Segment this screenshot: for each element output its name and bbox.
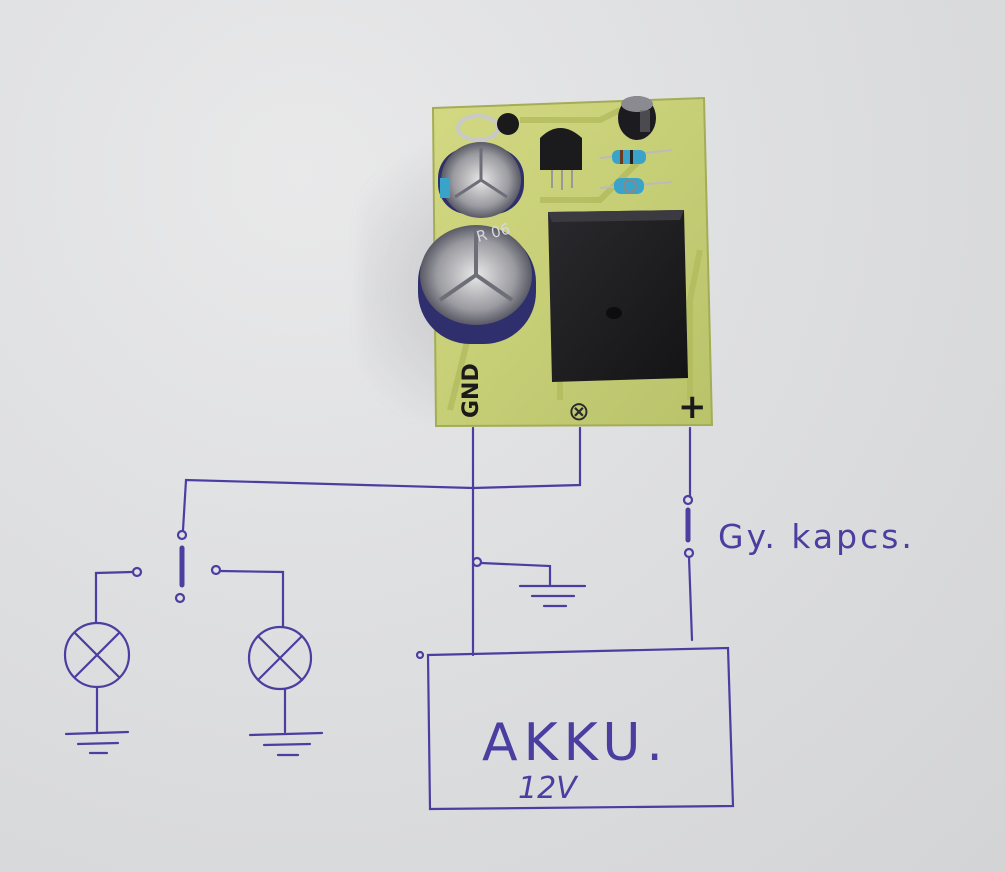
selector-switch-bottom-contact [174,592,186,604]
left-lamp-wire [94,570,135,624]
label-gnd: GND [459,363,484,418]
switch-feed-wire [181,478,475,532]
ignition-switch-bottom-contact [683,547,695,559]
battery-box [426,646,735,811]
right-lamp-icon [247,625,313,691]
transistor [540,128,582,190]
lamp-wire [471,426,582,490]
relay [548,210,688,382]
resistor-2 [599,178,673,194]
battery-minus-terminal [415,650,425,660]
battery-label: AKKU. [482,713,669,773]
jumper-wire [456,113,519,142]
right-lamp-ground-symbol [248,731,324,757]
schematic [63,426,735,811]
battery-voltage: 12V [518,771,579,806]
right-lamp-wire [218,569,285,628]
ignition-switch-top-contact [682,494,694,506]
small-capacitor [618,96,656,140]
resistor-1 [599,149,673,164]
ground-junction [471,556,483,568]
selector-switch-top-contact [176,529,188,541]
selector-left-contact [131,566,143,578]
pcb-board: R 06 GND ⊗ + [418,96,714,428]
capacitor-lower: R 06 [418,220,536,344]
ground-symbol-battery [518,584,587,608]
right-lamp-cross [256,634,304,682]
capacitor-upper [438,142,524,218]
left-lamp-cross [73,631,121,679]
plus-to-battery-wire [687,555,694,642]
left-lamp-ground-symbol [64,730,130,755]
ground-branch-wire [479,561,552,587]
label-lamp: ⊗ [568,397,590,427]
selector-right-contact [210,564,222,576]
label-plus: + [678,387,707,427]
ignition-switch-label: Gy. kapcs. [718,517,915,556]
